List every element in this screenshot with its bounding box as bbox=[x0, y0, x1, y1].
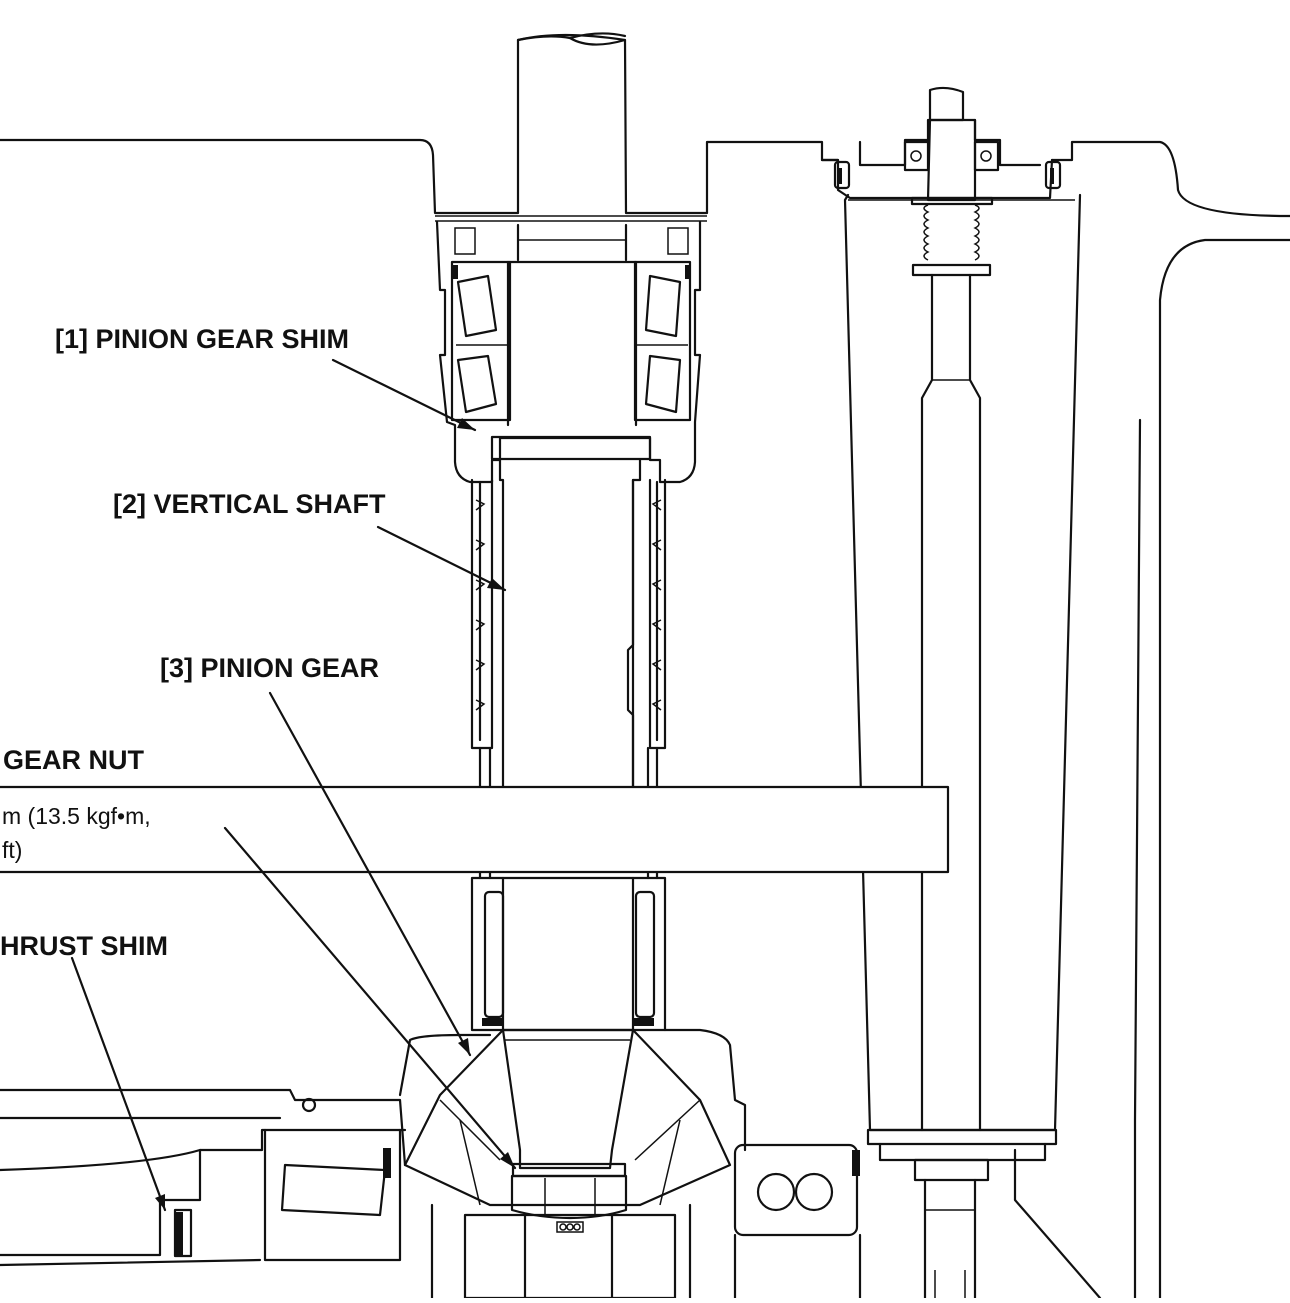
label-gear-nut: GEAR NUT bbox=[3, 745, 145, 775]
label-pinion-gear: [3] PINION GEAR bbox=[160, 653, 379, 683]
vertical-shaft-top bbox=[516, 32, 628, 262]
label-pinion-gear-shim: [1] PINION GEAR SHIM bbox=[55, 324, 349, 354]
torque-spec-line2: ft) bbox=[2, 837, 22, 863]
shift-rod-assembly bbox=[820, 86, 1082, 1300]
pinion-gear-nut bbox=[510, 1162, 628, 1220]
pinion-gear bbox=[403, 1028, 732, 1207]
pinion-gear-shim bbox=[490, 435, 652, 461]
torque-spec-line1: m (13.5 kgf•m, bbox=[2, 803, 151, 829]
torque-spec-box bbox=[0, 785, 950, 874]
label-vertical-shaft: [2] VERTICAL SHAFT bbox=[113, 489, 386, 519]
label-thrust-shim: HRUST SHIM bbox=[0, 931, 168, 961]
lower-gearcase bbox=[0, 1028, 1102, 1300]
lower-bearing bbox=[470, 876, 667, 1032]
upper-bearing bbox=[435, 220, 702, 484]
leader-lines bbox=[70, 358, 517, 1212]
